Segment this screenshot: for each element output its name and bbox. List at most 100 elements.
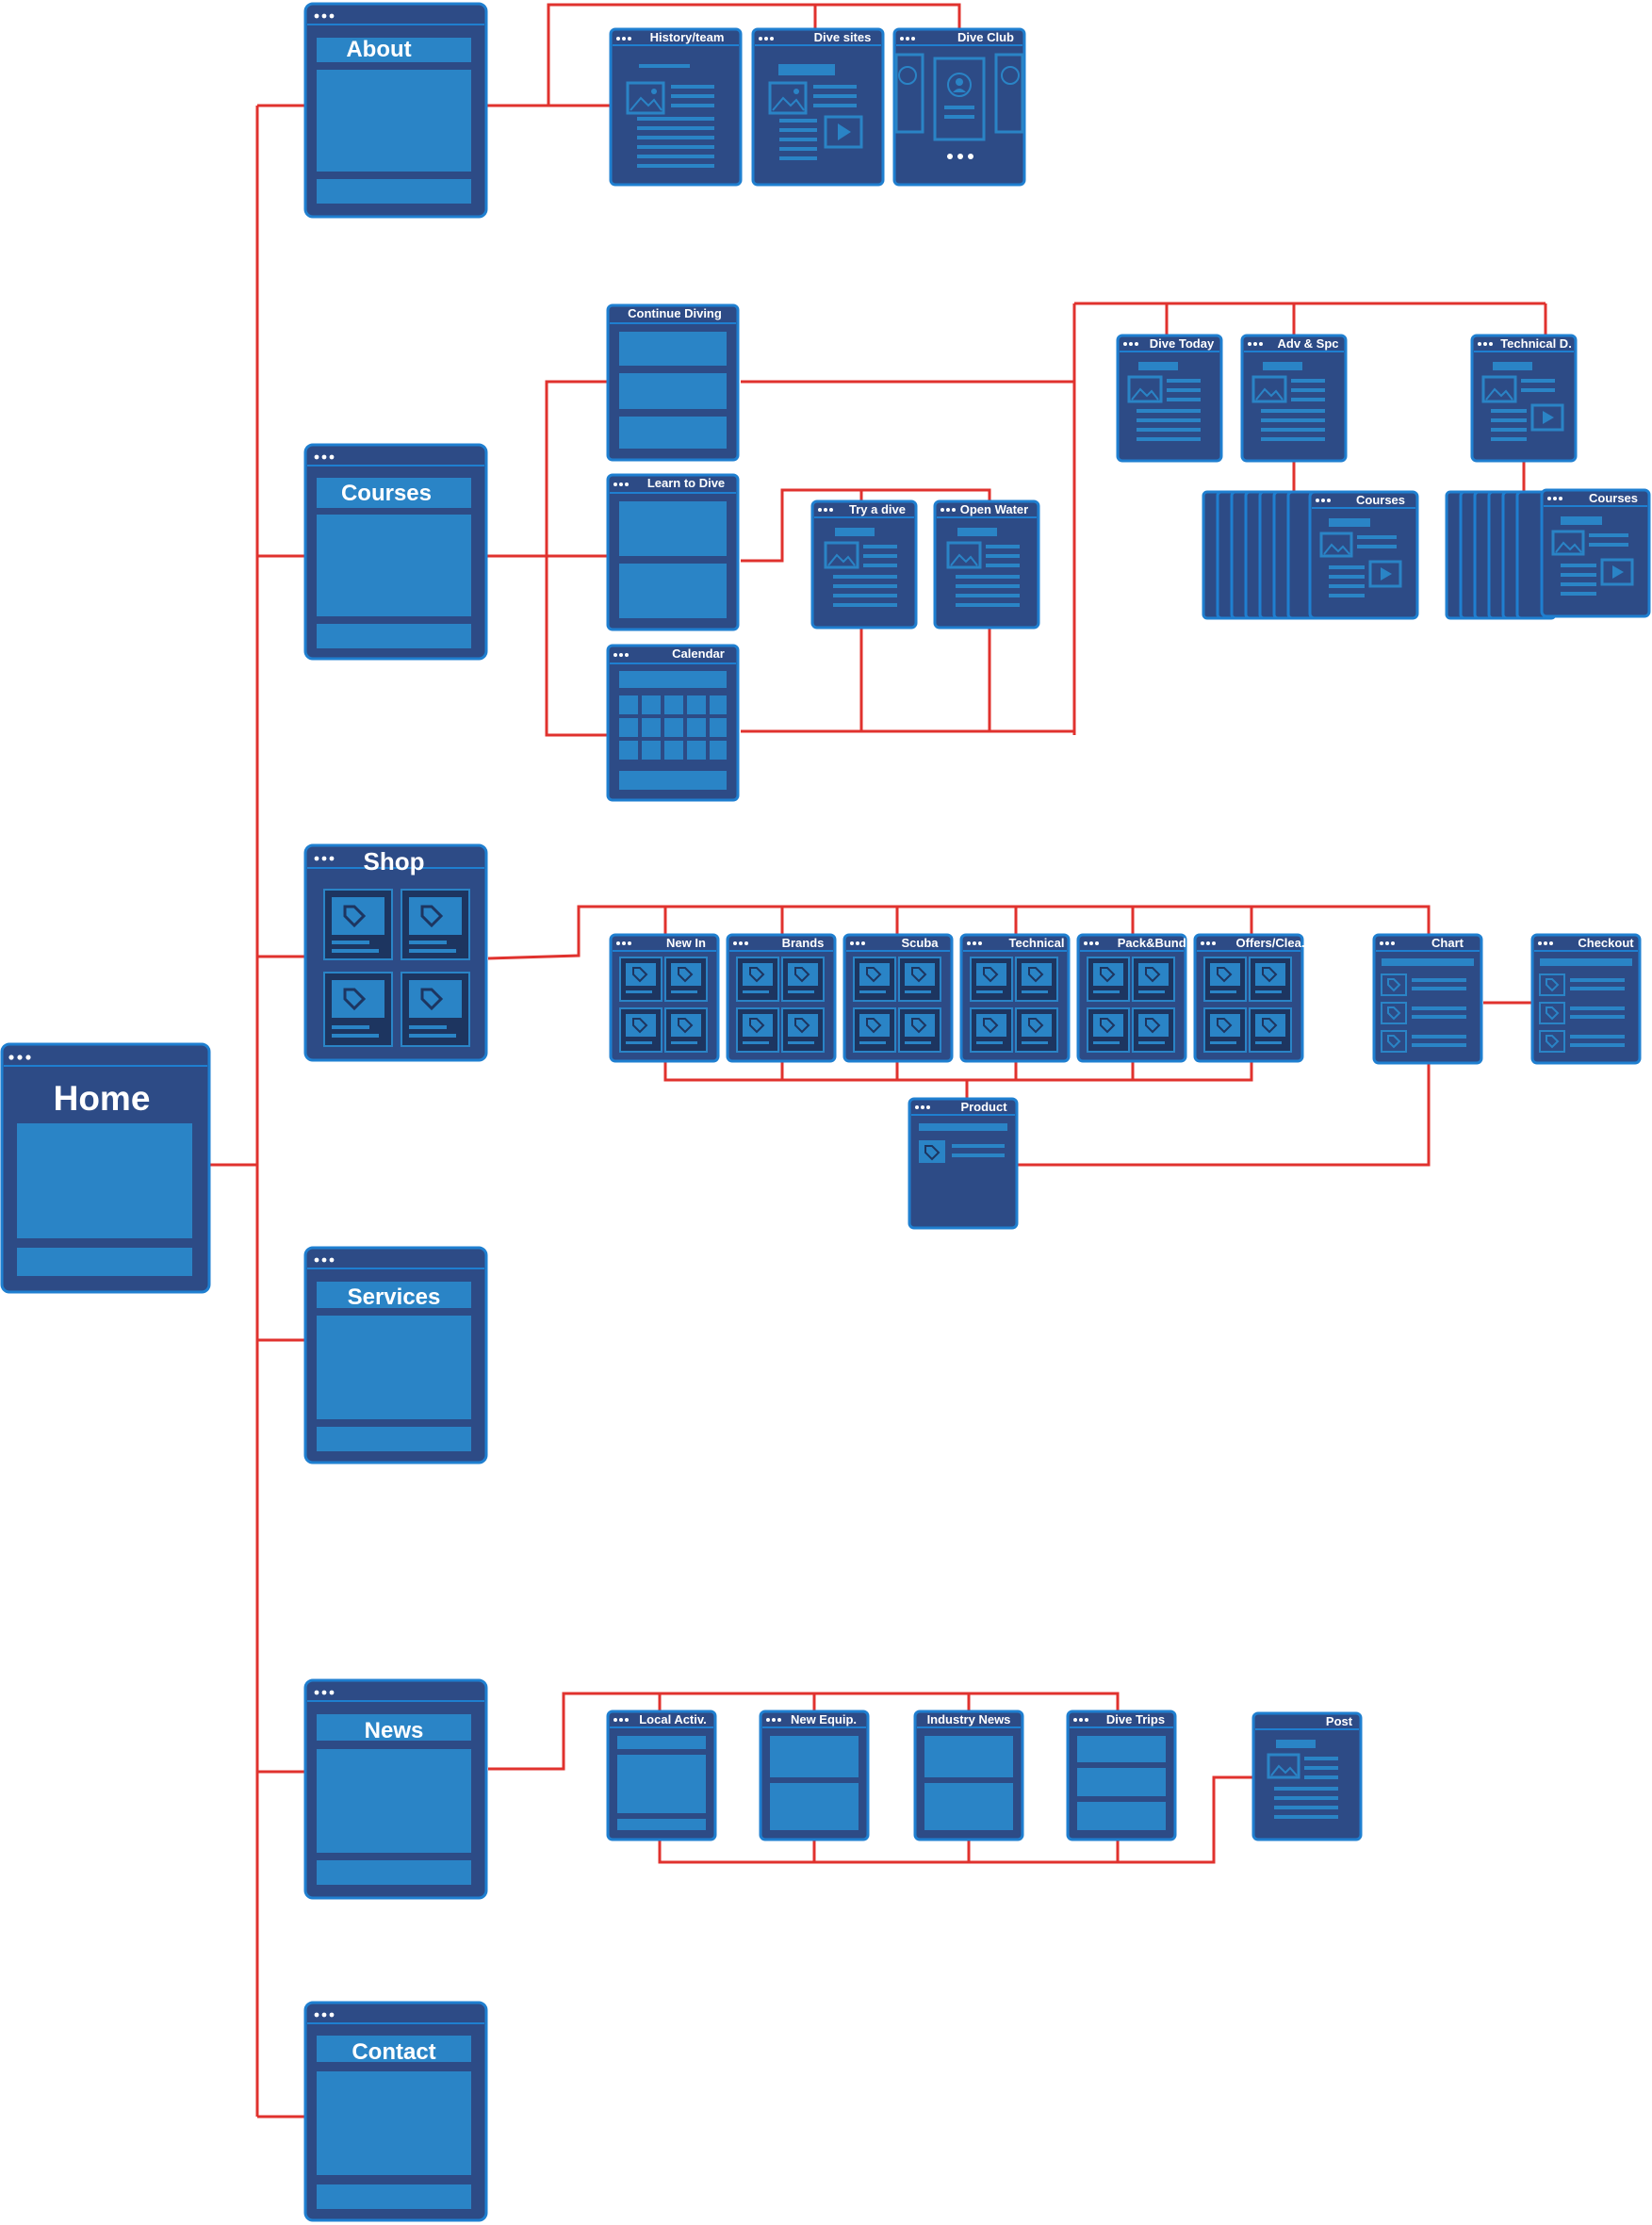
node-title: Dive Trips — [1106, 1712, 1165, 1726]
image-icon — [1481, 375, 1517, 403]
node-title: New Equip. — [791, 1712, 857, 1726]
node-checkout[interactable]: Checkout — [1530, 933, 1642, 1065]
stacked-page — [1202, 490, 1328, 620]
connector-home-trunk — [209, 104, 305, 2119]
node-title: Courses — [341, 481, 432, 506]
product-tile — [853, 1007, 896, 1053]
node-title: Technical — [1008, 936, 1064, 950]
node-contact[interactable]: Contact — [303, 2001, 488, 2222]
product-tile — [898, 1007, 941, 1053]
profile-card — [894, 53, 924, 134]
node-courses[interactable]: Courses — [303, 443, 488, 661]
product-tile — [1087, 957, 1130, 1002]
product-tile — [401, 972, 470, 1047]
image-icon — [1267, 1753, 1300, 1779]
node-continue-diving[interactable]: Continue Diving — [606, 303, 740, 462]
node-title: About — [346, 37, 411, 62]
node-dive-club[interactable]: Dive Club — [892, 27, 1026, 187]
node-title: History/team — [650, 30, 725, 44]
image-icon — [824, 541, 859, 569]
node-title: Dive Club — [957, 30, 1014, 44]
node-title: Brands — [782, 936, 825, 950]
calendar-grid-icon — [619, 695, 727, 760]
node-shop-offers[interactable]: Offers/Clea. — [1193, 933, 1305, 1063]
node-title: Try a dive — [849, 502, 906, 516]
node-shop-scuba[interactable]: Scuba — [842, 933, 954, 1063]
image-icon — [1127, 375, 1163, 403]
node-news[interactable]: News — [303, 1678, 488, 1900]
node-open-water[interactable]: Open Water — [933, 499, 1040, 630]
node-shop-new-in[interactable]: New In — [609, 933, 720, 1063]
node-dive-trips[interactable]: Dive Trips — [1066, 1710, 1177, 1841]
node-title: Shop — [364, 847, 425, 875]
connector-about — [486, 3, 961, 107]
node-learn-to-dive[interactable]: Learn to Dive — [606, 473, 740, 631]
node-title: News — [365, 1718, 424, 1743]
product-tile — [736, 1007, 779, 1053]
node-title: Services — [348, 1284, 441, 1310]
node-history-team[interactable]: History/team — [609, 27, 743, 187]
product-tile — [781, 957, 825, 1002]
node-shop-pack-bundle[interactable]: Pack&Bundl — [1076, 933, 1190, 1063]
node-title: Product — [960, 1100, 1007, 1114]
node-courses-stack-1[interactable]: Courses — [1202, 490, 1419, 620]
node-title: Open Water — [960, 502, 1028, 516]
node-home[interactable]: Home — [0, 1042, 211, 1294]
node-dive-sites[interactable]: Dive sites — [751, 27, 885, 187]
node-courses-stack-2[interactable]: Courses — [1445, 488, 1651, 620]
node-about[interactable]: About — [303, 2, 488, 219]
node-new-equip[interactable]: New Equip. — [759, 1710, 870, 1841]
product-tile — [781, 1007, 825, 1053]
node-title: New In — [666, 936, 706, 950]
profile-card — [994, 53, 1024, 134]
node-technical-d[interactable]: Technical D. — [1470, 334, 1578, 463]
node-title: Adv & Spc — [1277, 336, 1338, 351]
product-tile — [1203, 957, 1247, 1002]
product-tile — [664, 1007, 708, 1053]
product-tile — [1203, 1007, 1247, 1053]
product-tile — [401, 889, 470, 960]
user-avatar-icon — [933, 57, 986, 141]
connector-courses — [486, 302, 1547, 737]
product-tile — [1015, 957, 1058, 1002]
node-shop[interactable]: Shop — [303, 843, 488, 1062]
video-play-icon — [824, 115, 863, 149]
image-icon — [768, 81, 808, 115]
product-tile — [619, 957, 662, 1002]
video-play-icon — [1600, 558, 1634, 586]
node-title: Contact — [352, 2039, 435, 2065]
product-tile — [1015, 1007, 1058, 1053]
node-title: Offers/Clea. — [1236, 936, 1305, 950]
node-try-a-dive[interactable]: Try a dive — [810, 499, 918, 630]
node-title: Industry News — [927, 1712, 1011, 1726]
node-adv-spc[interactable]: Adv & Spc — [1240, 334, 1348, 463]
node-shop-brands[interactable]: Brands — [726, 933, 837, 1063]
node-shop-technical[interactable]: Technical — [959, 933, 1071, 1063]
node-services[interactable]: Services — [303, 1246, 488, 1464]
connector-news — [488, 1692, 1253, 1864]
product-tile — [619, 1007, 662, 1053]
node-local-activ[interactable]: Local Activ. — [606, 1710, 717, 1841]
product-tile — [970, 957, 1013, 1002]
node-calendar[interactable]: Calendar — [606, 644, 740, 802]
product-tile — [664, 957, 708, 1002]
image-icon — [1251, 375, 1287, 403]
image-icon — [626, 81, 665, 115]
product-tile — [853, 957, 896, 1002]
node-title: Dive Today — [1150, 336, 1215, 351]
connector-lines — [209, 3, 1547, 2119]
node-title: Courses — [1589, 491, 1638, 505]
node-chart[interactable]: Chart — [1372, 933, 1483, 1065]
node-dive-today[interactable]: Dive Today — [1116, 334, 1223, 463]
node-product[interactable]: Product — [908, 1097, 1019, 1230]
stacked-page — [1445, 490, 1557, 620]
product-tile — [323, 972, 393, 1047]
price-tag-icon — [1387, 978, 1401, 1049]
node-industry-news[interactable]: Industry News — [913, 1710, 1024, 1841]
node-title: Checkout — [1578, 936, 1634, 950]
node-title: Pack&Bundl — [1118, 936, 1190, 950]
product-tile — [323, 889, 393, 960]
node-post[interactable]: Post — [1251, 1711, 1363, 1841]
node-title: Technical D. — [1500, 336, 1572, 351]
